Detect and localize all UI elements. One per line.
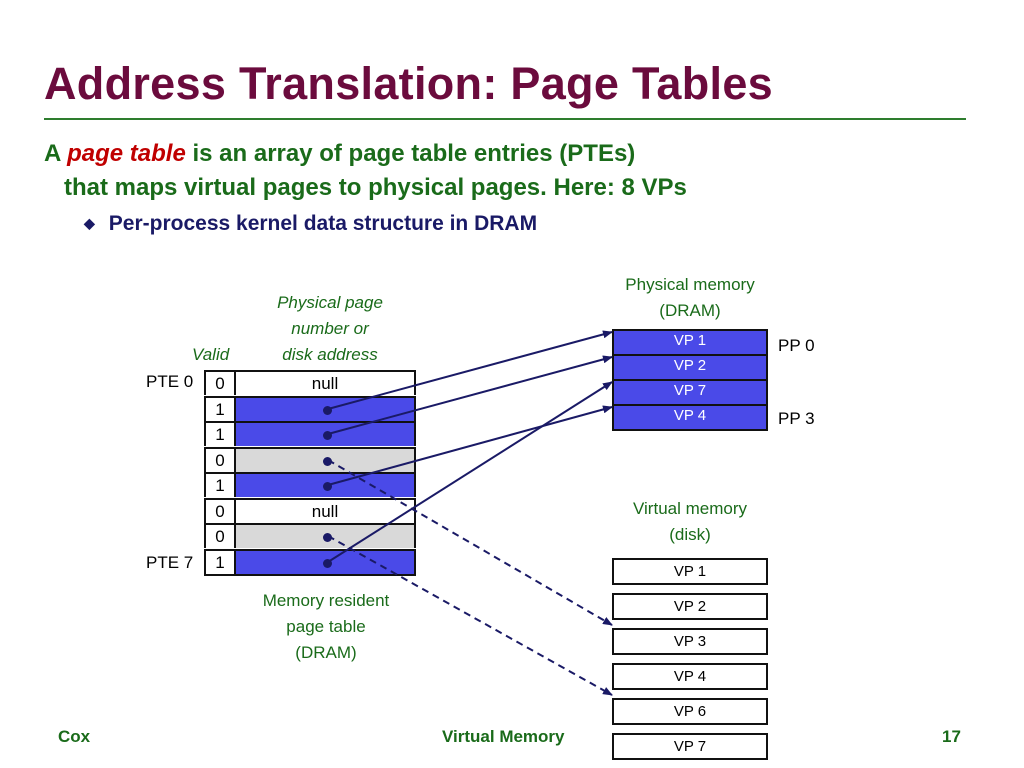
- pte-valid-bit: 1: [204, 549, 236, 574]
- pte-address-cell: [236, 396, 416, 421]
- disk-page: VP 3: [612, 628, 768, 655]
- pte-valid-bit: 1: [204, 421, 236, 446]
- pt-caption-line: (DRAM): [295, 643, 357, 662]
- lead-emphasis: page table: [67, 140, 186, 167]
- ppn-label-line: number or: [291, 319, 369, 338]
- physical-memory-bottom-border: [612, 429, 768, 431]
- pte-valid-bit: 0: [204, 498, 236, 523]
- disk-page: VP 2: [612, 593, 768, 620]
- pte-address-cell: [236, 447, 416, 472]
- physical-page: VP 2: [612, 354, 768, 379]
- ppn-label-line: disk address: [282, 345, 378, 364]
- disk-page: VP 6: [612, 698, 768, 725]
- pm-label: Physical memory (DRAM): [600, 272, 780, 324]
- diamond-bullet-icon: ◆: [84, 215, 95, 231]
- page-table-bottom-border: [204, 574, 416, 576]
- pt-caption-line: page table: [286, 617, 366, 636]
- lead-line-2: that maps virtual pages to physical page…: [64, 174, 687, 201]
- disk-page: VP 1: [612, 558, 768, 585]
- pte-address-cell: [236, 421, 416, 446]
- pt-caption: Memory resident page table (DRAM): [226, 588, 426, 666]
- pte-address-cell: [236, 549, 416, 574]
- vm-label-line: (disk): [669, 525, 711, 544]
- disk-page: VP 7: [612, 733, 768, 760]
- pp-first-label: PP 0: [778, 336, 815, 355]
- pte-valid-bit: 1: [204, 472, 236, 497]
- pte-last-label: PTE 7: [146, 553, 194, 572]
- ppn-label: Physical page number or disk address: [240, 290, 420, 368]
- physical-page: VP 1: [612, 329, 768, 354]
- pte-address-cell: [236, 523, 416, 548]
- pte-first-label: PTE 0: [146, 372, 194, 391]
- pte-valid-bit: 0: [204, 370, 236, 395]
- pm-label-line: (DRAM): [659, 301, 721, 320]
- pointer-dot-icon: [323, 457, 332, 466]
- bullet-text: Per-process kernel data structure in DRA…: [108, 212, 538, 235]
- pte-address-cell: null: [236, 370, 416, 395]
- physical-page: VP 7: [612, 379, 768, 404]
- pt-caption-line: Memory resident: [262, 591, 390, 610]
- vm-label: Virtual memory (disk): [600, 496, 780, 548]
- footer-author: Cox: [58, 727, 91, 746]
- pte-valid-bit: 1: [204, 396, 236, 421]
- pointer-dot-icon: [323, 559, 332, 568]
- pointer-dot-icon: [323, 431, 332, 440]
- pm-label-line: Physical memory: [625, 275, 755, 294]
- pte-address-cell: null: [236, 498, 416, 523]
- ppn-label-line: Physical page: [277, 293, 383, 312]
- valid-label: Valid: [192, 345, 230, 364]
- footer-page-number: 17: [942, 727, 961, 746]
- pp-last-label: PP 3: [778, 409, 815, 428]
- pointer-dot-icon: [323, 406, 332, 415]
- lead-rest: is an array of page table entries (PTEs): [185, 140, 636, 167]
- bullet-item: ◆ Per-process kernel data structure in DR…: [84, 212, 537, 236]
- lead-paragraph: A page table is an array of page table e…: [44, 137, 984, 205]
- pte-valid-bit: 0: [204, 523, 236, 548]
- footer-title: Virtual Memory: [442, 727, 565, 746]
- lead-prefix: A: [44, 140, 68, 167]
- pte-valid-bit: 0: [204, 447, 236, 472]
- slide-title: Address Translation: Page Tables: [44, 58, 773, 109]
- pointer-dot-icon: [323, 533, 332, 542]
- disk-page: VP 4: [612, 663, 768, 690]
- pte-address-cell: [236, 472, 416, 497]
- vm-label-line: Virtual memory: [633, 499, 747, 518]
- title-divider: [44, 118, 966, 120]
- pointer-dot-icon: [323, 482, 332, 491]
- physical-page: VP 4: [612, 404, 768, 429]
